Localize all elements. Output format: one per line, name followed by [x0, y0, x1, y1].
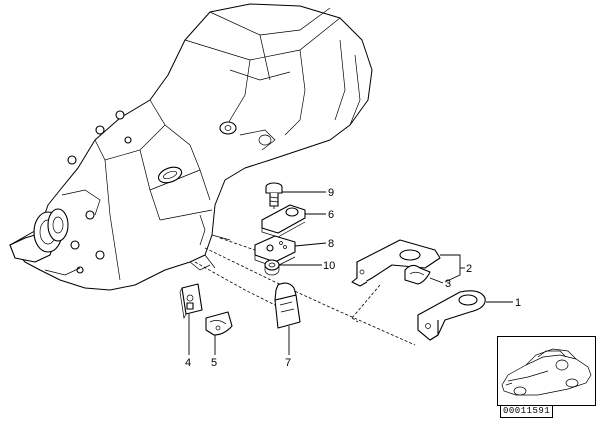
part-1-bracket: [417, 290, 486, 341]
callout-2: 2: [466, 263, 472, 275]
part-2-bracket: [351, 239, 441, 287]
car-silhouette-icon: [501, 348, 592, 396]
callout-labels: 9 6 8 10 2 3 1 4 5 7: [185, 187, 521, 369]
callout-6: 6: [328, 209, 334, 221]
callout-3: 3: [445, 278, 451, 290]
part-10-nut: [264, 259, 280, 276]
document-number: 00011591: [500, 405, 554, 418]
callout-10: 10: [323, 260, 335, 272]
callout-5: 5: [211, 357, 217, 369]
vehicle-inset: [497, 336, 596, 406]
part-3-clip: [404, 264, 431, 285]
assembly-guide-lines: [194, 237, 416, 346]
part-4-plate: [179, 283, 203, 320]
part-8-clip: [254, 235, 296, 268]
callout-7: 7: [285, 357, 291, 369]
part-6-bracket: [261, 204, 306, 238]
callout-8: 8: [328, 238, 334, 250]
callout-9: 9: [328, 187, 334, 199]
callout-1: 1: [515, 297, 521, 309]
part-5-clamp: [205, 311, 233, 336]
callout-4: 4: [185, 357, 191, 369]
part-9-bolt: [265, 182, 283, 210]
gearbox-housing: [9, 3, 373, 291]
callout-leaders: [188, 191, 513, 355]
part-7-clip: [274, 282, 301, 329]
